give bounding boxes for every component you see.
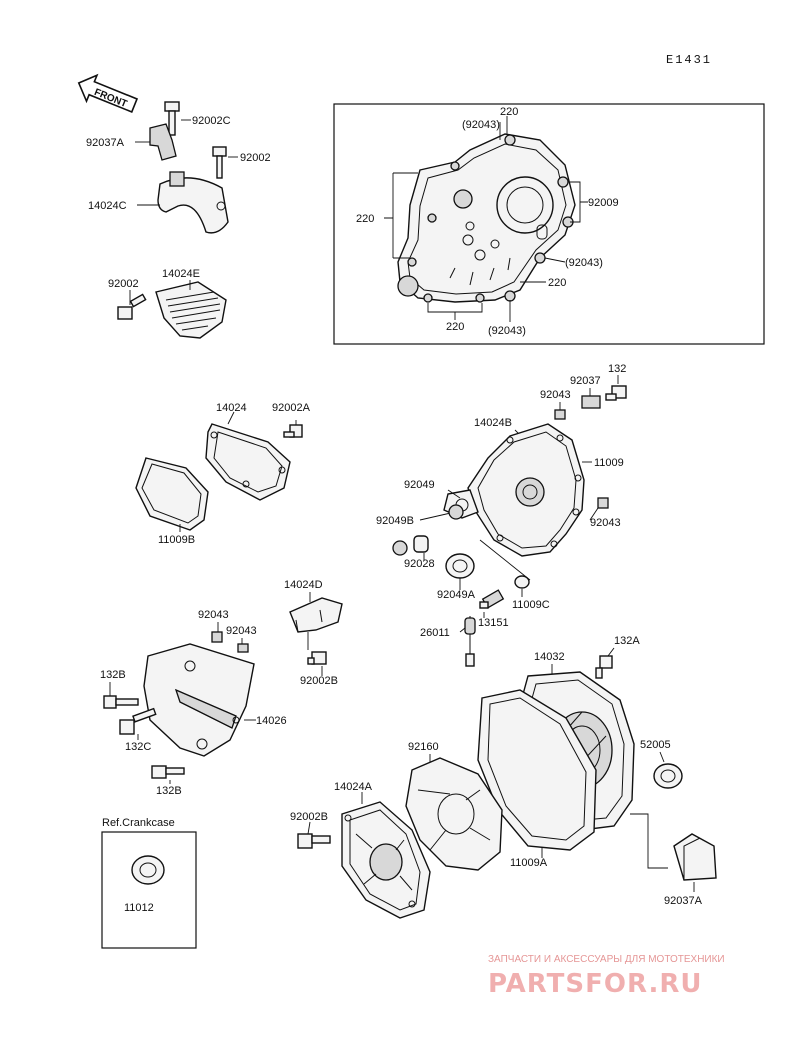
label-92028: 92028 bbox=[404, 558, 435, 570]
grommet-92043-top bbox=[554, 409, 566, 420]
label-220-c: 220 bbox=[548, 277, 566, 289]
grommet-92043-f bbox=[211, 631, 223, 643]
label-11012: 11012 bbox=[124, 902, 154, 914]
label-92049a: 92049A bbox=[437, 589, 476, 601]
label-132c: 132C bbox=[125, 741, 151, 753]
label-92002b-a: 92002B bbox=[300, 675, 338, 687]
plate-92160 bbox=[405, 757, 503, 871]
cover-14026 bbox=[143, 643, 255, 757]
label-11009c: 11009C bbox=[512, 599, 550, 611]
bracket-14024c bbox=[157, 171, 229, 234]
label-14024d: 14024D bbox=[284, 579, 323, 591]
label-92160: 92160 bbox=[408, 741, 439, 753]
watermark-brand: PARTSFOR.RU bbox=[488, 969, 702, 999]
label-132b-b: 132B bbox=[156, 785, 182, 797]
label-92049b: 92049B bbox=[376, 515, 414, 527]
gasket-11009a bbox=[477, 689, 597, 851]
label-14024: 14024 bbox=[216, 402, 247, 414]
ref-crankcase-label: Ref.Crankcase bbox=[102, 817, 175, 829]
label-11009: 11009 bbox=[594, 457, 624, 469]
label-92002-top: 92002 bbox=[240, 152, 271, 164]
label-92037a-top: 92037A bbox=[86, 137, 125, 149]
cover-14024a bbox=[341, 801, 431, 919]
seal-92049a bbox=[445, 553, 475, 579]
gasket-crankcase-outline bbox=[397, 133, 576, 303]
label-13151: 13151 bbox=[478, 617, 509, 629]
bolt-92002 bbox=[212, 146, 227, 179]
watermark-tagline: ЗАПЧАСТИ И АКСЕССУАРЫ ДЛЯ МОТОТЕХНИКИ bbox=[488, 954, 725, 965]
guard-14024e bbox=[155, 281, 227, 339]
label-11009b: 11009B bbox=[158, 534, 195, 546]
seal-92049b bbox=[448, 504, 464, 520]
label-14024c: 14024C bbox=[88, 200, 127, 212]
bolt-92002c bbox=[164, 101, 180, 136]
label-11009a: 11009A bbox=[510, 857, 548, 869]
bolt-92002a bbox=[283, 424, 303, 438]
label-92002b-b: 92002B bbox=[290, 811, 328, 823]
grommet-92043-right bbox=[597, 497, 609, 509]
label-92002a: 92002A bbox=[272, 402, 311, 414]
grommet-92043-g bbox=[237, 643, 249, 653]
bolt-132b-a bbox=[103, 695, 139, 709]
bolt-92002b-a bbox=[307, 651, 327, 665]
detail-frame bbox=[333, 103, 765, 345]
label-220-d: 220 bbox=[446, 321, 464, 333]
bolt-132-top bbox=[605, 385, 627, 401]
switch-13151 bbox=[479, 589, 505, 609]
label-92037: 92037 bbox=[570, 375, 601, 387]
label-92037a-bottom: 92037A bbox=[664, 895, 703, 907]
seal-92028 bbox=[392, 535, 429, 556]
label-92049: 92049 bbox=[404, 479, 435, 491]
label-14024e: 14024E bbox=[162, 268, 200, 280]
ref-crankcase-frame bbox=[101, 831, 197, 949]
clamp-92037a-bottom bbox=[673, 833, 717, 881]
diagram-code: E1431 bbox=[666, 53, 712, 67]
lead-wire-26011 bbox=[464, 616, 476, 667]
bolt-132b-b bbox=[151, 765, 185, 779]
label-92043-f: 92043 bbox=[198, 609, 229, 621]
label-92002-mid: 92002 bbox=[108, 278, 139, 290]
gasket-11009c bbox=[514, 575, 530, 589]
cover-14024b bbox=[443, 423, 585, 557]
cover-14024 bbox=[205, 423, 291, 501]
label-52005: 52005 bbox=[640, 739, 671, 751]
front-arrow-icon: FRONT bbox=[77, 73, 139, 113]
label-132a: 132A bbox=[614, 635, 640, 647]
gasket-11009b bbox=[135, 457, 209, 531]
label-14024a: 14024A bbox=[334, 781, 373, 793]
label-92043-g: 92043 bbox=[226, 625, 257, 637]
plug-52005 bbox=[653, 763, 683, 789]
label-14024b: 14024B bbox=[474, 417, 512, 429]
label-92043-b: (92043) bbox=[565, 257, 603, 269]
label-220-b: 220 bbox=[356, 213, 374, 225]
bolt-92002-mid bbox=[117, 293, 147, 320]
seal-11012 bbox=[131, 855, 165, 885]
label-92009: 92009 bbox=[588, 197, 619, 209]
bolt-132a bbox=[595, 655, 613, 679]
bolt-92002b-b bbox=[297, 833, 331, 849]
label-14032: 14032 bbox=[534, 651, 565, 663]
holder-92037a bbox=[149, 123, 177, 161]
label-92002c: 92002C bbox=[192, 115, 231, 127]
label-14026: 14026 bbox=[256, 715, 287, 727]
bracket-14024d bbox=[289, 597, 343, 633]
label-26011: 26011 bbox=[420, 627, 450, 639]
label-132-top: 132 bbox=[608, 363, 626, 375]
label-92043-a: (92043) bbox=[462, 119, 500, 131]
clamp-92037 bbox=[581, 395, 601, 409]
label-220-a: 220 bbox=[500, 106, 518, 118]
label-92043-c: (92043) bbox=[488, 325, 526, 337]
bolt-132c bbox=[119, 707, 157, 735]
label-92043-d: 92043 bbox=[540, 389, 571, 401]
label-92043-e: 92043 bbox=[590, 517, 621, 529]
label-132b-a: 132B bbox=[100, 669, 126, 681]
